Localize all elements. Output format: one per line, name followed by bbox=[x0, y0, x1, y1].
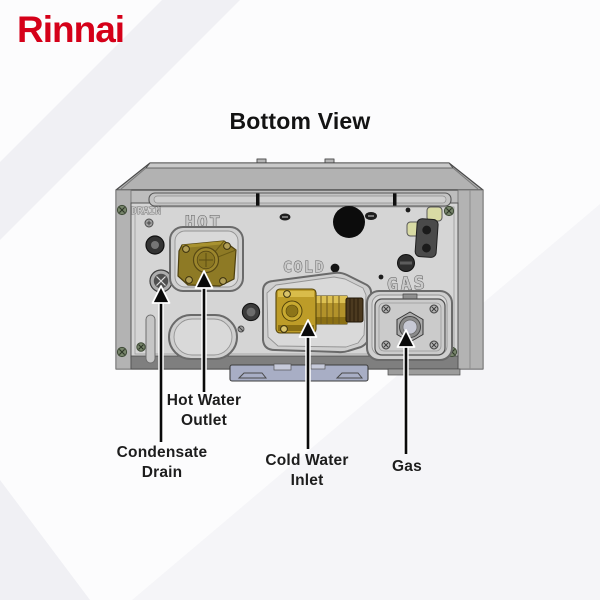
valve-screw bbox=[280, 325, 288, 333]
gas-plate-inner-line bbox=[378, 302, 442, 352]
groove-tick bbox=[256, 193, 260, 206]
left-side-strip bbox=[115, 189, 132, 370]
screw bbox=[144, 218, 154, 228]
small-bracket bbox=[414, 218, 439, 258]
screw-slot bbox=[431, 342, 437, 348]
engraved-label-cold: COLD bbox=[283, 258, 325, 276]
callout-hot-water-outlet: Hot Water Outlet bbox=[129, 391, 279, 430]
corner-seam-left bbox=[120, 167, 147, 190]
callout-condensate-drain: Condensate Drain bbox=[87, 443, 237, 482]
block-highlight bbox=[278, 291, 314, 297]
screw-slot bbox=[383, 306, 389, 312]
mounting-bracket-bottom bbox=[229, 363, 369, 382]
dark-port-center bbox=[151, 241, 159, 249]
callout-label-line: Gas bbox=[392, 458, 422, 475]
callout-leaders bbox=[151, 270, 416, 454]
cold-water-inlet-group bbox=[262, 271, 373, 354]
gas-fitting-group bbox=[366, 290, 453, 361]
screw-slot bbox=[446, 208, 452, 214]
drain-cross-slot bbox=[156, 276, 166, 286]
valve-screw bbox=[223, 242, 231, 250]
knob-slot bbox=[400, 261, 412, 265]
side-slot bbox=[145, 314, 156, 364]
screw-slot bbox=[383, 342, 389, 348]
valve-screw bbox=[185, 276, 193, 284]
condensate-drain-arrowhead-icon bbox=[151, 285, 171, 304]
screw-slot bbox=[119, 207, 125, 213]
bracket-slot bbox=[237, 372, 268, 379]
callout-label-line: Inlet bbox=[290, 471, 324, 489]
groove-inner bbox=[153, 195, 447, 204]
screw bbox=[429, 304, 439, 314]
page-title: Bottom View bbox=[229, 108, 371, 134]
screw bbox=[116, 204, 128, 216]
top-edge-strip bbox=[145, 162, 454, 169]
hot-water-arrowhead-icon bbox=[194, 270, 214, 289]
corner-seam-right bbox=[452, 167, 479, 190]
bottom-right-step bbox=[387, 368, 461, 376]
bracket-body bbox=[229, 364, 369, 382]
screw bbox=[381, 340, 391, 350]
face-inner-border bbox=[134, 206, 455, 355]
callout-label-line: Cold Water bbox=[265, 452, 349, 469]
screw-slot bbox=[119, 349, 125, 355]
small-hole bbox=[330, 263, 340, 273]
engraved-label-drain: DRAIN bbox=[131, 206, 161, 217]
screw bbox=[429, 340, 439, 350]
screw bbox=[381, 304, 391, 314]
block-shadow bbox=[278, 325, 314, 331]
callout-label-line: Condensate bbox=[116, 444, 208, 461]
vent-groove bbox=[148, 192, 452, 207]
valve-screw bbox=[219, 277, 227, 285]
bracket-body bbox=[414, 218, 439, 258]
screw bbox=[116, 346, 128, 358]
gas-arrowhead-icon bbox=[396, 329, 416, 348]
valve-screw bbox=[283, 290, 291, 298]
callout-label-line: Outlet bbox=[181, 411, 227, 429]
cylinder-highlight bbox=[315, 296, 347, 303]
screw bbox=[136, 342, 146, 352]
callout-label-line: Hot Water bbox=[166, 392, 242, 409]
screw bbox=[443, 205, 455, 217]
bracket-hole bbox=[422, 225, 432, 235]
misc-parts bbox=[237, 206, 443, 333]
hot-valve-highlight bbox=[182, 241, 226, 248]
callout-gas: Gas bbox=[332, 457, 482, 477]
screw-slot bbox=[238, 326, 244, 332]
bracket-notch bbox=[310, 363, 326, 370]
rinnai-logo: Rinnai bbox=[17, 9, 125, 50]
callout-label-line: Drain bbox=[141, 463, 183, 481]
groove-tick bbox=[393, 193, 397, 206]
small-hole bbox=[405, 207, 411, 213]
valve-screw bbox=[182, 245, 190, 253]
bracket-notch bbox=[273, 363, 292, 371]
valve-facet bbox=[217, 249, 237, 258]
bracket-slot bbox=[335, 372, 364, 379]
cylinder-shadow bbox=[315, 317, 347, 324]
exhaust-hole bbox=[333, 206, 365, 238]
valve-facet bbox=[213, 240, 225, 254]
cold-water-arrowhead-icon bbox=[298, 319, 318, 338]
cold-valve-port-inner bbox=[285, 304, 299, 318]
screw-slot bbox=[138, 344, 144, 350]
condensate-drain-group bbox=[144, 218, 173, 364]
round-fitting-center bbox=[246, 307, 256, 317]
screw bbox=[237, 325, 245, 333]
screw-slot bbox=[431, 306, 437, 312]
bracket-hole bbox=[422, 243, 431, 253]
small-hole bbox=[378, 274, 384, 280]
callout-cold-water-inlet: Cold Water Inlet bbox=[232, 451, 382, 490]
